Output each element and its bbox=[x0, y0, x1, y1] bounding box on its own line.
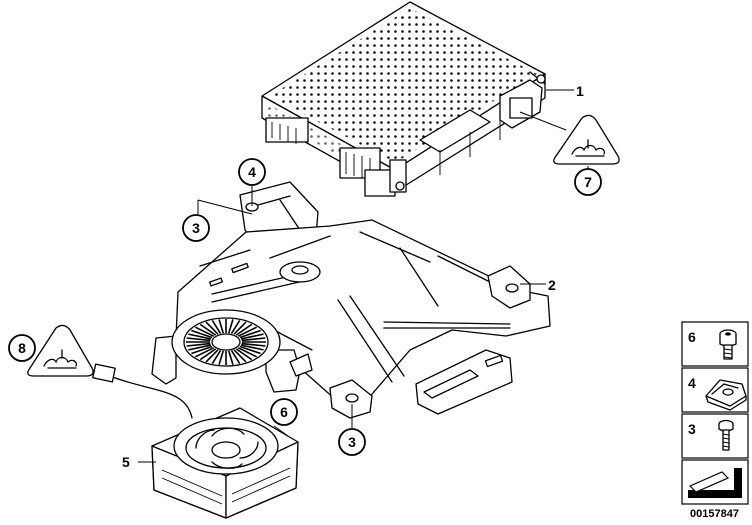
grille-spoke bbox=[228, 350, 234, 365]
screw-icon bbox=[718, 419, 734, 451]
leader-lines bbox=[138, 89, 589, 463]
callout-circle-8: 8 bbox=[8, 334, 36, 362]
callout-4: 4 bbox=[248, 164, 256, 180]
callout-3a: 3 bbox=[192, 220, 200, 236]
callout-circle-6: 6 bbox=[270, 398, 298, 426]
parts-legend: 6 4 3 bbox=[681, 321, 749, 520]
grille-spoke bbox=[186, 337, 211, 342]
bolt-hex-socket-icon bbox=[719, 329, 737, 360]
callout-7: 7 bbox=[584, 174, 592, 190]
grille-spoke bbox=[218, 350, 224, 365]
grille-spoke bbox=[233, 349, 247, 363]
grille-spoke bbox=[205, 321, 219, 335]
callout-circle-4: 4 bbox=[238, 158, 266, 186]
grille-spoke bbox=[228, 319, 234, 334]
callout-1: 1 bbox=[576, 83, 584, 99]
grille-spoke bbox=[199, 348, 217, 361]
fan bbox=[92, 363, 299, 519]
arrow-icon bbox=[688, 468, 742, 498]
grille-spoke bbox=[195, 347, 215, 358]
callout-3b: 3 bbox=[348, 434, 356, 450]
diagram-id: 00157847 bbox=[690, 508, 739, 520]
grille-spoke bbox=[239, 329, 261, 339]
callout-circle-3b: 3 bbox=[338, 428, 366, 456]
grille-spoke bbox=[191, 329, 213, 339]
callout-circle-7: 7 bbox=[574, 168, 602, 196]
grille-spoke bbox=[186, 342, 211, 347]
legend-number-3: 3 bbox=[688, 421, 696, 437]
legend-box-3 bbox=[681, 413, 749, 459]
grille-spoke bbox=[188, 344, 212, 351]
grille-spoke bbox=[188, 333, 212, 340]
callout-6: 6 bbox=[280, 404, 288, 420]
control-unit bbox=[261, 1, 546, 197]
grille-spoke bbox=[235, 348, 253, 361]
grille-spoke bbox=[240, 344, 264, 351]
fan-grille bbox=[171, 309, 281, 375]
grille-spoke bbox=[211, 350, 222, 365]
legend-number-6: 6 bbox=[688, 329, 696, 345]
legend-number-4: 4 bbox=[688, 375, 696, 391]
warning-triangle-7 bbox=[553, 114, 620, 165]
grille-spoke bbox=[235, 323, 253, 336]
grille-spoke bbox=[240, 333, 264, 340]
grille-spoke bbox=[241, 342, 266, 347]
callout-circle-3a: 3 bbox=[182, 214, 210, 242]
grille-spoke bbox=[195, 326, 215, 337]
grille-spoke bbox=[191, 345, 213, 355]
grille-spoke bbox=[199, 323, 217, 336]
grille-spoke bbox=[237, 347, 257, 358]
grille-spoke bbox=[239, 345, 261, 355]
grille-spoke bbox=[230, 350, 241, 365]
grille-spoke bbox=[230, 319, 241, 334]
grille-spoke bbox=[237, 326, 257, 337]
grille-spoke bbox=[241, 337, 266, 342]
clip-nut-icon bbox=[705, 379, 747, 411]
warning-triangle-8 bbox=[27, 324, 94, 377]
callout-8: 8 bbox=[18, 340, 26, 356]
callout-5: 5 bbox=[122, 454, 130, 470]
grille-spoke bbox=[218, 319, 224, 334]
grille-spoke bbox=[205, 349, 219, 363]
mounting-bracket bbox=[151, 181, 551, 419]
grille-spoke bbox=[233, 321, 247, 335]
grille-spoke bbox=[211, 319, 222, 334]
legend-box-6 bbox=[681, 321, 749, 367]
callout-2: 2 bbox=[548, 277, 556, 293]
